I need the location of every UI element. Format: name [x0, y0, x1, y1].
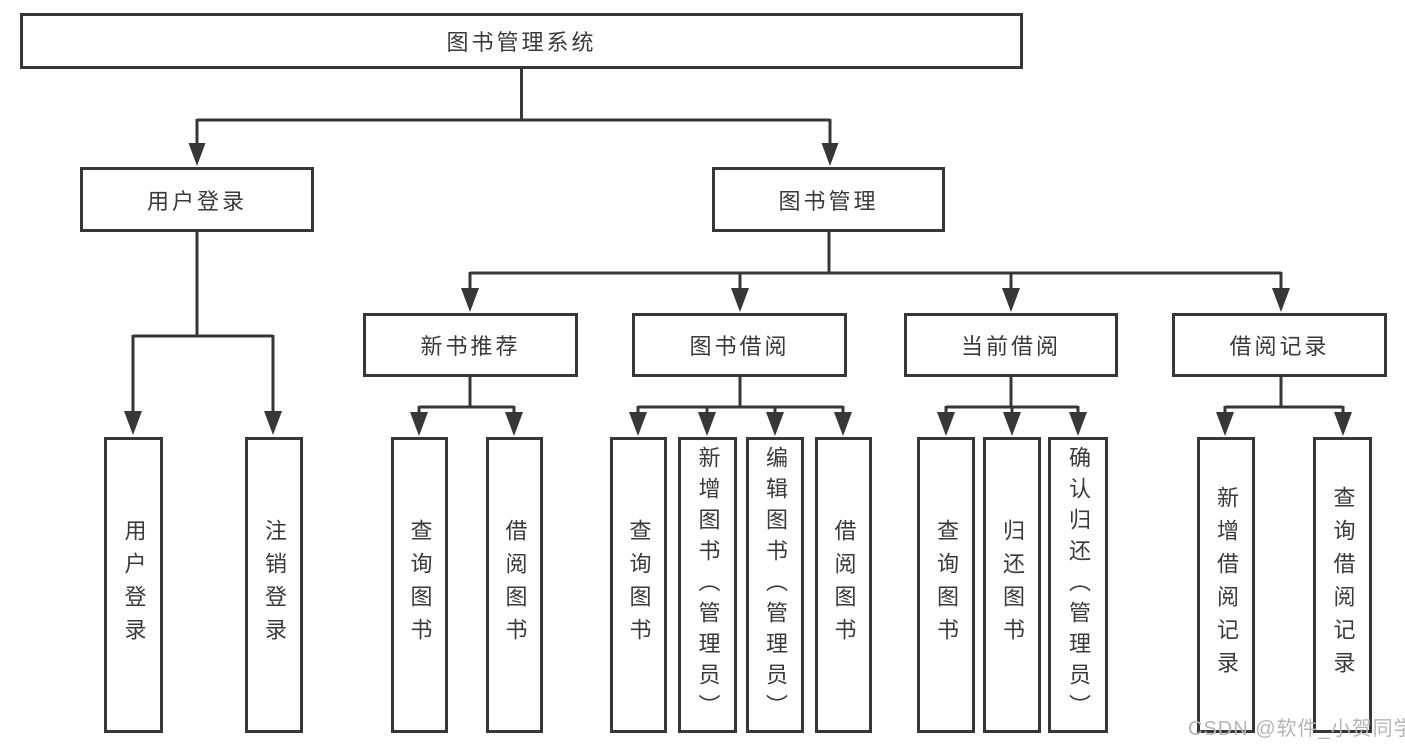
leaf-label: 借阅图书 — [502, 519, 528, 651]
leaf-label: 用户登录 — [121, 519, 147, 651]
leaf-label: 归还图书 — [1000, 519, 1025, 651]
leaf-label: 查询图书 — [407, 519, 433, 651]
node-new-book-recommend: 新书推荐 — [363, 313, 578, 377]
connector-book-management — [461, 232, 1290, 312]
csdn-watermark: CSDN @软件_小贺同学 — [1188, 718, 1405, 740]
leaf-label: 注销登录 — [262, 519, 287, 651]
node-label: 图书借阅 — [689, 334, 790, 359]
connector-new-book-recommend — [410, 377, 523, 436]
node-label: 用户登录 — [146, 188, 247, 214]
leaf-borrowing-edit-books-admin: 编辑图书（管理员） — [746, 437, 804, 733]
connector-current-borrowing — [937, 377, 1087, 436]
node-user-login-branch: 用户登录 — [80, 167, 314, 232]
node-book-management: 图书管理 — [712, 167, 945, 232]
node-label: 当前借阅 — [960, 334, 1061, 359]
leaf-current-query-books: 查询图书 — [917, 437, 975, 733]
node-borrowing-records: 借阅记录 — [1172, 313, 1387, 377]
node-book-borrowing: 图书借阅 — [632, 313, 847, 377]
leaf-recommend-borrow-books: 借阅图书 — [486, 437, 543, 733]
node-label: 借阅记录 — [1229, 334, 1330, 359]
node-root-label: 图书管理系统 — [446, 30, 597, 55]
leaf-label: 查询图书 — [934, 519, 959, 651]
leaf-borrowing-add-books-admin: 新增图书（管理员） — [678, 437, 737, 733]
leaf-logout: 注销登录 — [245, 437, 303, 733]
leaf-borrowing-query-books: 查询图书 — [610, 437, 667, 733]
node-label: 图书管理 — [778, 188, 879, 214]
leaf-label: 新增借阅记录 — [1214, 486, 1239, 684]
connector-root — [188, 69, 839, 166]
leaf-label: 借阅图书 — [831, 519, 857, 651]
leaf-records-add-record: 新增借阅记录 — [1197, 437, 1255, 733]
leaf-label: 查询图书 — [626, 519, 652, 651]
connector-borrowing-records — [1216, 377, 1352, 436]
leaf-current-return-books: 归还图书 — [983, 437, 1041, 733]
connector-user-login — [124, 232, 282, 435]
leaf-label: 查询借阅记录 — [1330, 486, 1356, 684]
node-root: 图书管理系统 — [20, 13, 1023, 69]
leaf-current-confirm-return-admin: 确认归还（管理员） — [1048, 437, 1108, 733]
leaf-borrowing-borrow-books: 借阅图书 — [815, 437, 872, 733]
node-current-borrowing: 当前借阅 — [904, 313, 1118, 377]
leaf-user-login: 用户登录 — [104, 437, 163, 733]
leaf-recommend-query-books: 查询图书 — [391, 437, 448, 733]
leaf-label: 编辑图书（管理员） — [763, 445, 788, 725]
leaf-label: 新增图书（管理员） — [695, 445, 721, 725]
leaf-records-query-record: 查询借阅记录 — [1313, 437, 1372, 733]
node-label: 新书推荐 — [420, 334, 521, 359]
leaf-label: 确认归还（管理员） — [1066, 445, 1091, 725]
connector-book-borrowing — [629, 377, 852, 436]
